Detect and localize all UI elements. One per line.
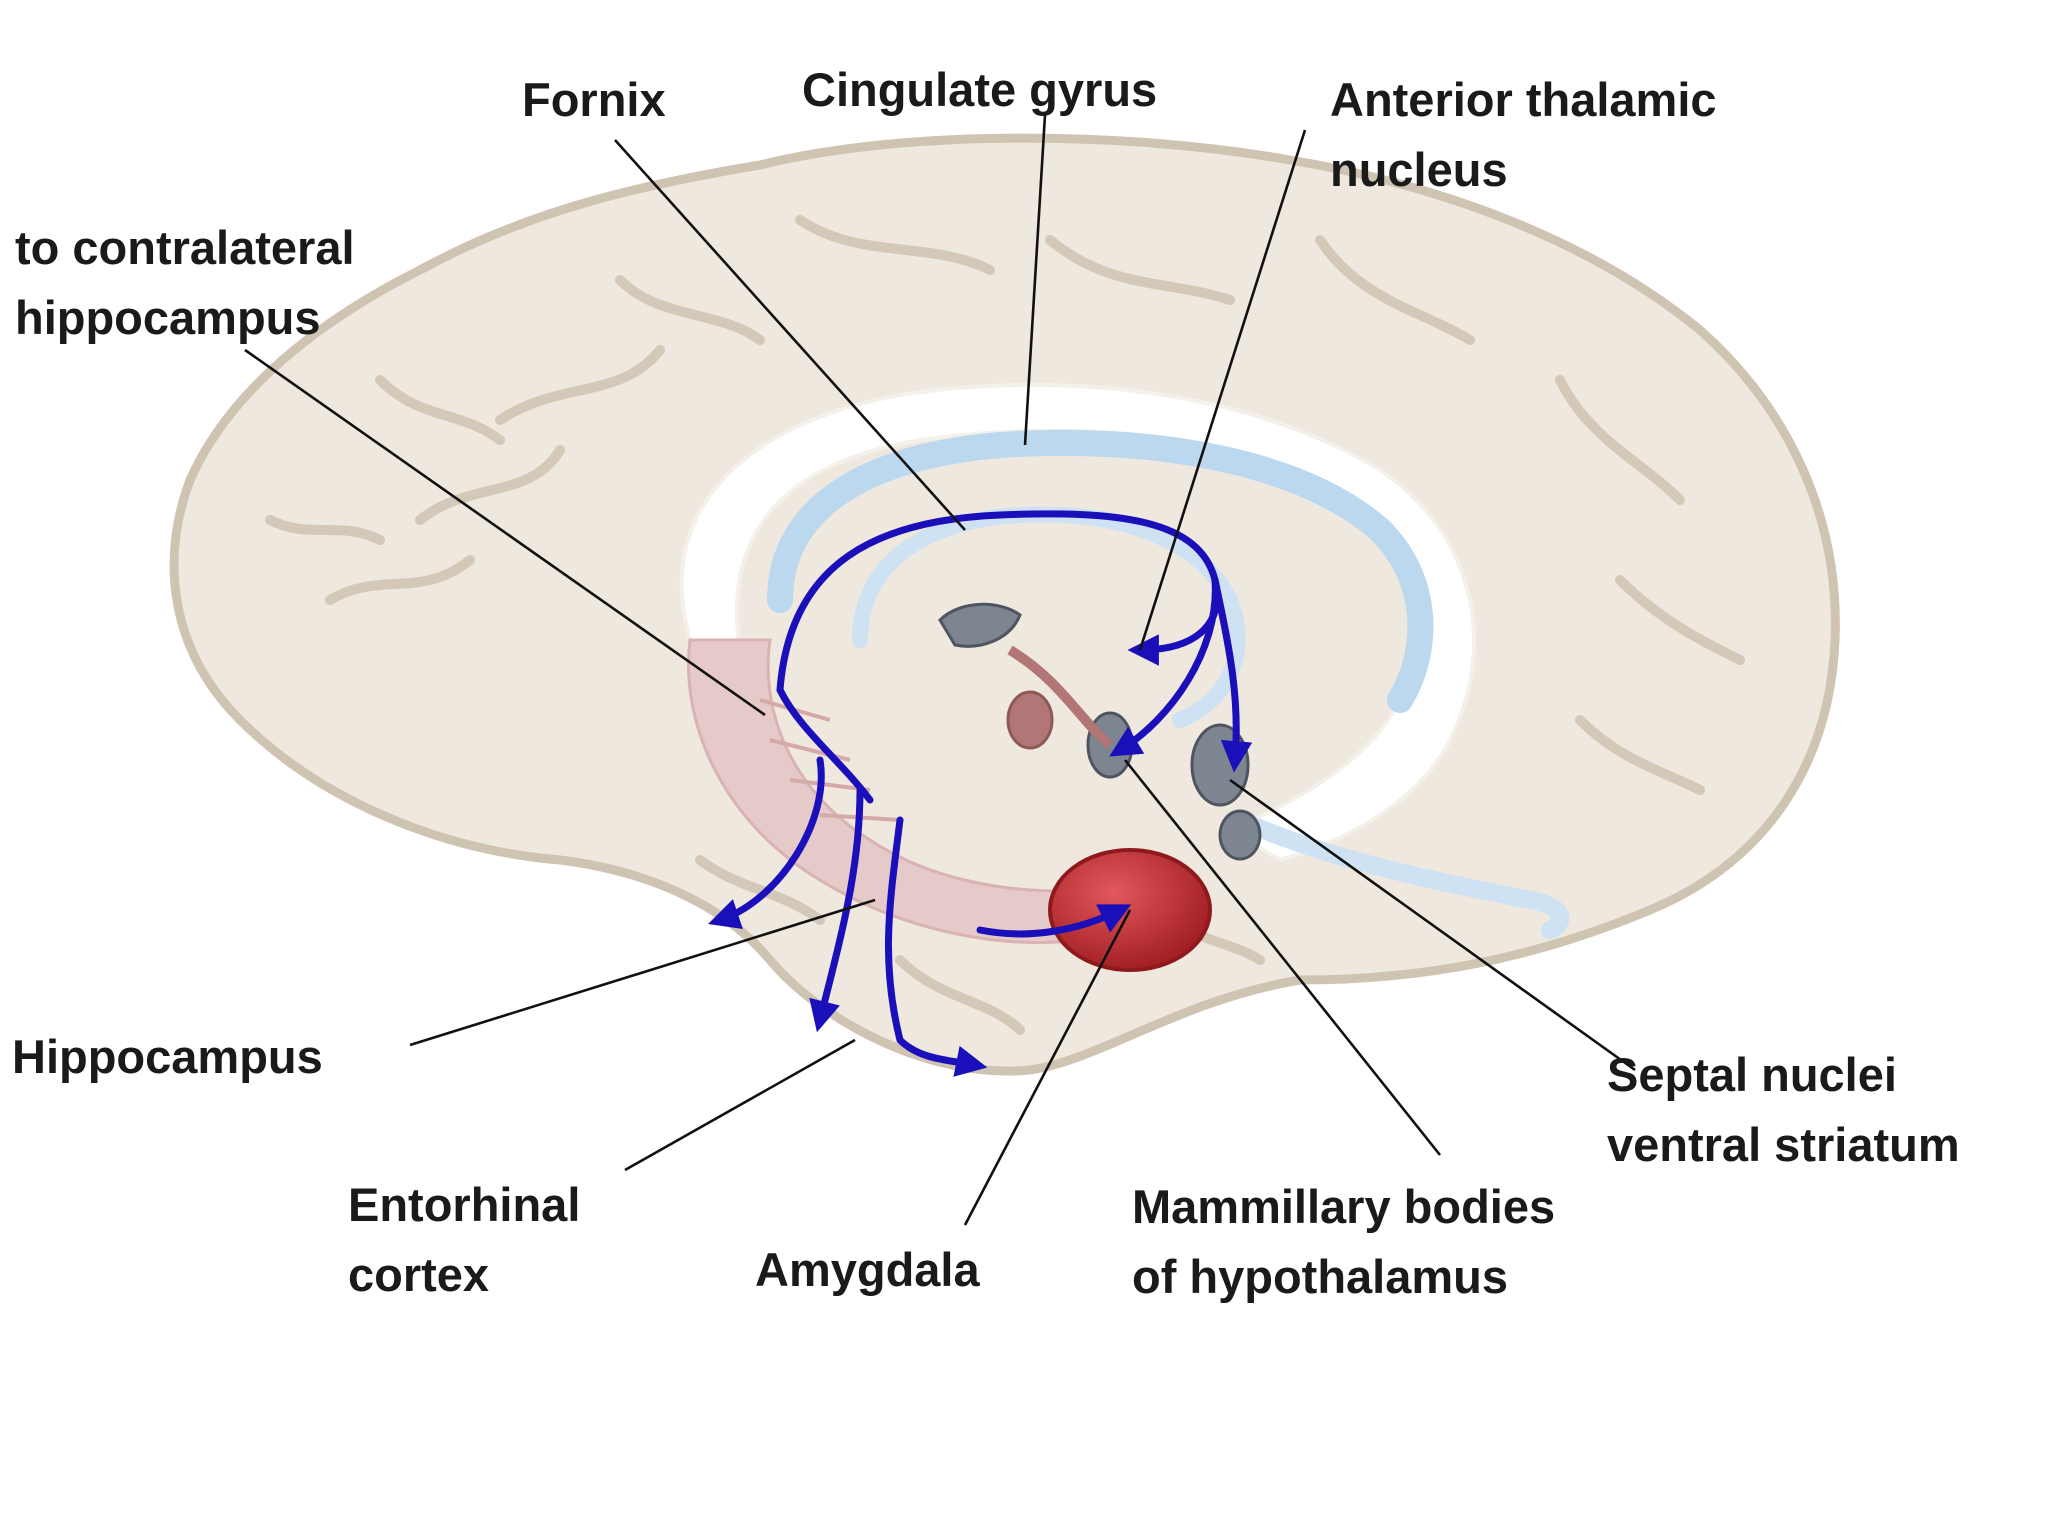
corpus-callosum (767, 429, 1434, 713)
leader-septal (1229, 778, 1636, 1072)
label-to-contralateral-hippocampus: to contralateral hippocampus (15, 221, 355, 344)
leader-amygdala (963, 909, 1132, 1226)
leader-anterior-thalamic (1138, 129, 1307, 651)
leader-mammillary (1123, 759, 1442, 1156)
small-red-nucleus (1006, 690, 1054, 750)
anterior-commissure-tract (1231, 811, 1570, 939)
label-septal-nuclei: Septal nuclei ventral striatum (1607, 1048, 1960, 1171)
leader-hippocampus (409, 898, 876, 1047)
brain-hemisphere (169, 133, 1840, 1076)
leader-fornix (614, 139, 966, 531)
label-mammillary-bodies: Mammillary bodies of hypothalamus (1132, 1180, 1556, 1303)
fiber-pathways (708, 510, 1253, 1077)
label-hippocampus: Hippocampus (12, 1030, 323, 1083)
label-entorhinal-cortex: Entorhinal cortex (348, 1178, 581, 1301)
cortical-sulci (265, 215, 1745, 1035)
mammillothalamic-tract (1007, 645, 1114, 749)
leader-contralateral (244, 348, 766, 717)
leader-cingulate (1023, 114, 1047, 446)
label-cingulate-gyrus: Cingulate gyrus (802, 63, 1158, 116)
leader-entorhinal (624, 1038, 856, 1172)
label-amygdala: Amygdala (755, 1243, 980, 1296)
leader-lines (244, 114, 1636, 1226)
label-anterior-thalamic-nucleus: Anterior thalamic nucleus (1330, 73, 1717, 196)
label-fornix: Fornix (522, 73, 666, 126)
fornix-tract (852, 506, 1246, 728)
